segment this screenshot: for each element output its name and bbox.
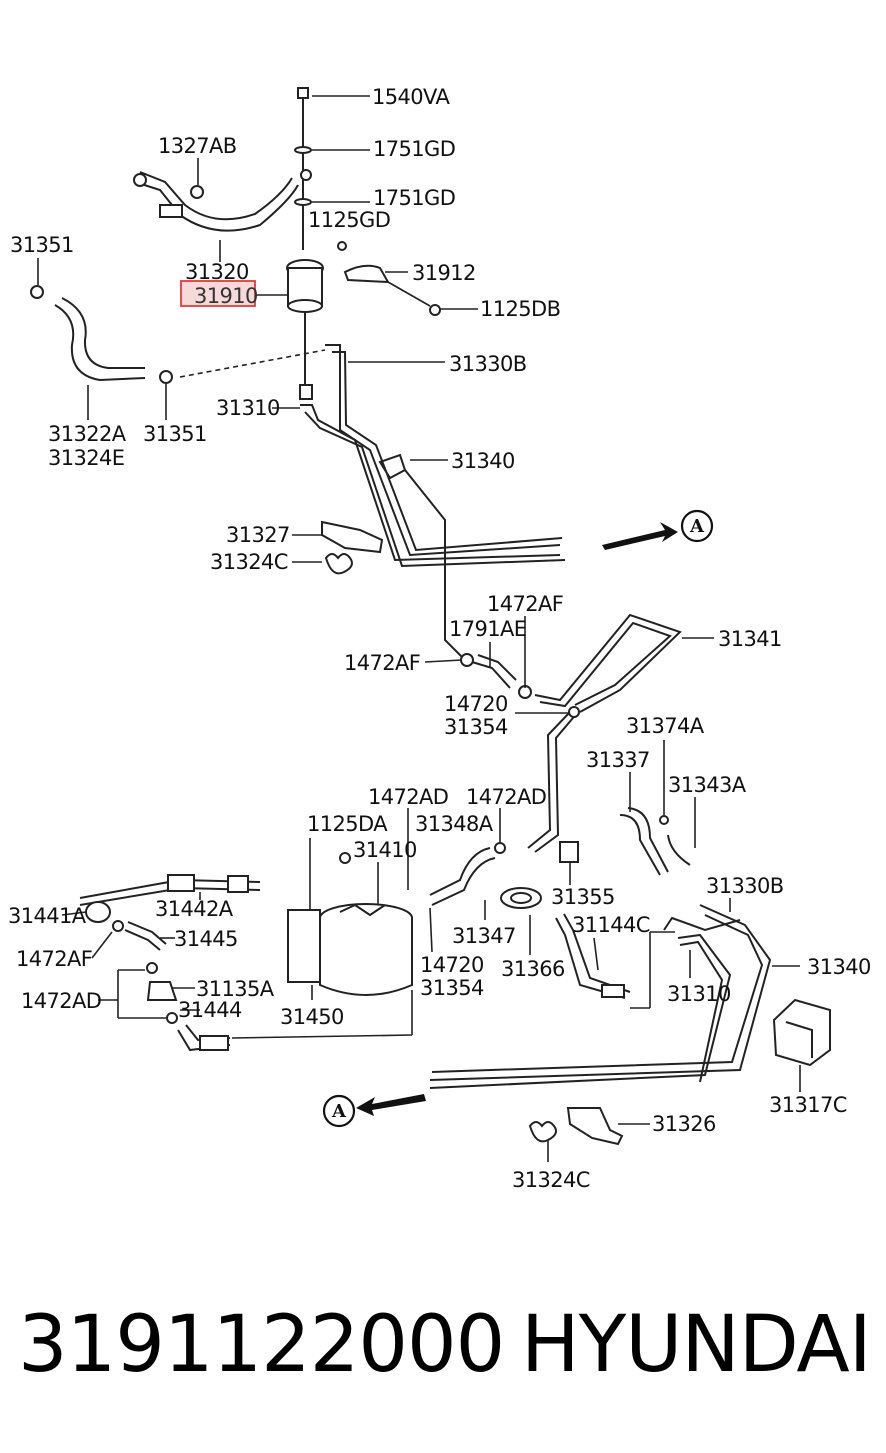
part-label-31326: 31326 xyxy=(652,1112,716,1136)
hose-31322a-drawing xyxy=(30,285,326,384)
part-label-1125gd: 1125GD xyxy=(308,208,390,232)
brand-name: HYUNDAI xyxy=(521,1300,872,1390)
svg-text:A: A xyxy=(331,1101,347,1122)
part-label-31317c: 31317C xyxy=(769,1093,847,1117)
fuel-lines-upper-drawing xyxy=(300,344,566,661)
part-label-31324c-upper: 31324C xyxy=(210,550,288,574)
part-label-31320: 31320 xyxy=(185,260,249,284)
part-label-31347: 31347 xyxy=(452,924,516,948)
part-label-1327ab: 1327AB xyxy=(158,134,237,158)
bracket-31326-drawing xyxy=(528,1107,624,1146)
part-label-14720-upper: 14720 xyxy=(444,692,508,716)
part-number: 3191122000 xyxy=(18,1300,505,1390)
part-label-31354-lower: 31354 xyxy=(420,976,484,1000)
part-label-31340-lower: 31340 xyxy=(807,955,871,979)
valve-31135a-drawing xyxy=(146,962,178,1024)
leader-lines xyxy=(37,95,801,1162)
part-label-31348a: 31348A xyxy=(415,812,494,836)
fuel-tank-31410-drawing xyxy=(287,852,413,996)
part-label-31351-top: 31351 xyxy=(10,233,74,257)
fuel-hose-31320-drawing xyxy=(133,171,299,232)
clip-31355-drawing xyxy=(559,841,579,863)
hoses-1791ae-drawing xyxy=(460,653,532,699)
part-label-31343a: 31343A xyxy=(668,773,747,797)
fuel-filter-31910-drawing xyxy=(286,259,324,400)
arrow-to-ref-a-top xyxy=(602,522,678,550)
part-label-31410: 31410 xyxy=(353,838,417,862)
part-label-31324e: 31324E xyxy=(48,446,124,470)
ref-a-top-circle: A xyxy=(680,509,714,543)
fuel-lines-mid-drawing xyxy=(527,706,580,853)
fuel-line-31341-drawing xyxy=(534,613,682,713)
bolt-1540va-drawing xyxy=(294,87,312,250)
part-label-1791ae: 1791AE xyxy=(449,617,526,641)
part-label-31912: 31912 xyxy=(412,261,476,285)
hose-31348a-drawing xyxy=(429,842,506,906)
part-label-31310-lower: 31310 xyxy=(667,982,731,1006)
part-label-1125db: 1125DB xyxy=(480,297,560,321)
bracket-31912-drawing xyxy=(337,241,441,316)
part-label-31144c: 31144C xyxy=(572,913,650,937)
fuel-lines-lower-drawing xyxy=(429,904,772,1089)
part-label-31324c-lower: 31324C xyxy=(512,1168,590,1192)
part-label-31354-upper: 31354 xyxy=(444,715,508,739)
highlight-box-31910 xyxy=(180,280,256,307)
part-label-1472af-top: 1472AF xyxy=(487,592,563,616)
part-label-31310-upper: 31310 xyxy=(216,396,280,420)
part-caption: 3191122000 HYUNDAI xyxy=(18,1300,878,1390)
part-label-31330b-upper: 31330B xyxy=(449,352,527,376)
bracket-31327-drawing xyxy=(321,520,384,575)
part-label-31330b-lower: 31330B xyxy=(706,874,784,898)
part-label-31351-mid: 31351 xyxy=(143,422,207,446)
part-label-1125da: 1125DA xyxy=(307,812,388,836)
part-label-31135a: 31135A xyxy=(196,977,275,1001)
hose-31445-drawing xyxy=(112,920,167,951)
part-label-1472ad-right: 1472AD xyxy=(466,785,546,809)
part-label-1751gd-lower: 1751GD xyxy=(373,186,455,210)
part-label-31355: 31355 xyxy=(551,885,615,909)
part-label-31374a: 31374A xyxy=(626,714,705,738)
part-label-14720-lower: 14720 xyxy=(420,953,484,977)
part-label-31910: 31910 xyxy=(194,284,258,308)
hose-31444-drawing xyxy=(177,1024,231,1052)
grommet-31366-drawing xyxy=(500,887,542,909)
part-label-31444: 31444 xyxy=(178,998,242,1022)
part-label-1472ad-lower: 1472AD xyxy=(21,989,101,1013)
svg-text:A: A xyxy=(689,516,705,537)
part-label-1472ad-left: 1472AD xyxy=(368,785,448,809)
part-label-31322a: 31322A xyxy=(48,422,127,446)
arrow-to-ref-a-bottom xyxy=(356,1094,426,1116)
part-label-31366: 31366 xyxy=(501,957,565,981)
part-label-1472af-lower: 1472AF xyxy=(16,947,92,971)
part-label-31340-upper: 31340 xyxy=(451,449,515,473)
part-label-1751gd-upper: 1751GD xyxy=(373,137,455,161)
filler-neck-31442a-drawing xyxy=(79,874,261,923)
part-label-31445: 31445 xyxy=(174,927,238,951)
part-label-1540va: 1540VA xyxy=(372,85,450,109)
part-label-31450: 31450 xyxy=(280,1005,344,1029)
bracket-31317c-drawing xyxy=(772,998,831,1067)
hoses-31337-drawing xyxy=(619,807,691,876)
hose-31144c-drawing xyxy=(555,913,631,999)
part-label-31337: 31337 xyxy=(586,748,650,772)
ref-a-bottom-circle: A xyxy=(322,1094,356,1128)
part-label-1472af-left: 1472AF xyxy=(344,651,420,675)
part-label-31442a: 31442A xyxy=(155,897,234,921)
part-label-31341: 31341 xyxy=(718,627,782,651)
part-label-31441a: 31441A xyxy=(8,904,87,928)
part-label-31327: 31327 xyxy=(226,523,290,547)
